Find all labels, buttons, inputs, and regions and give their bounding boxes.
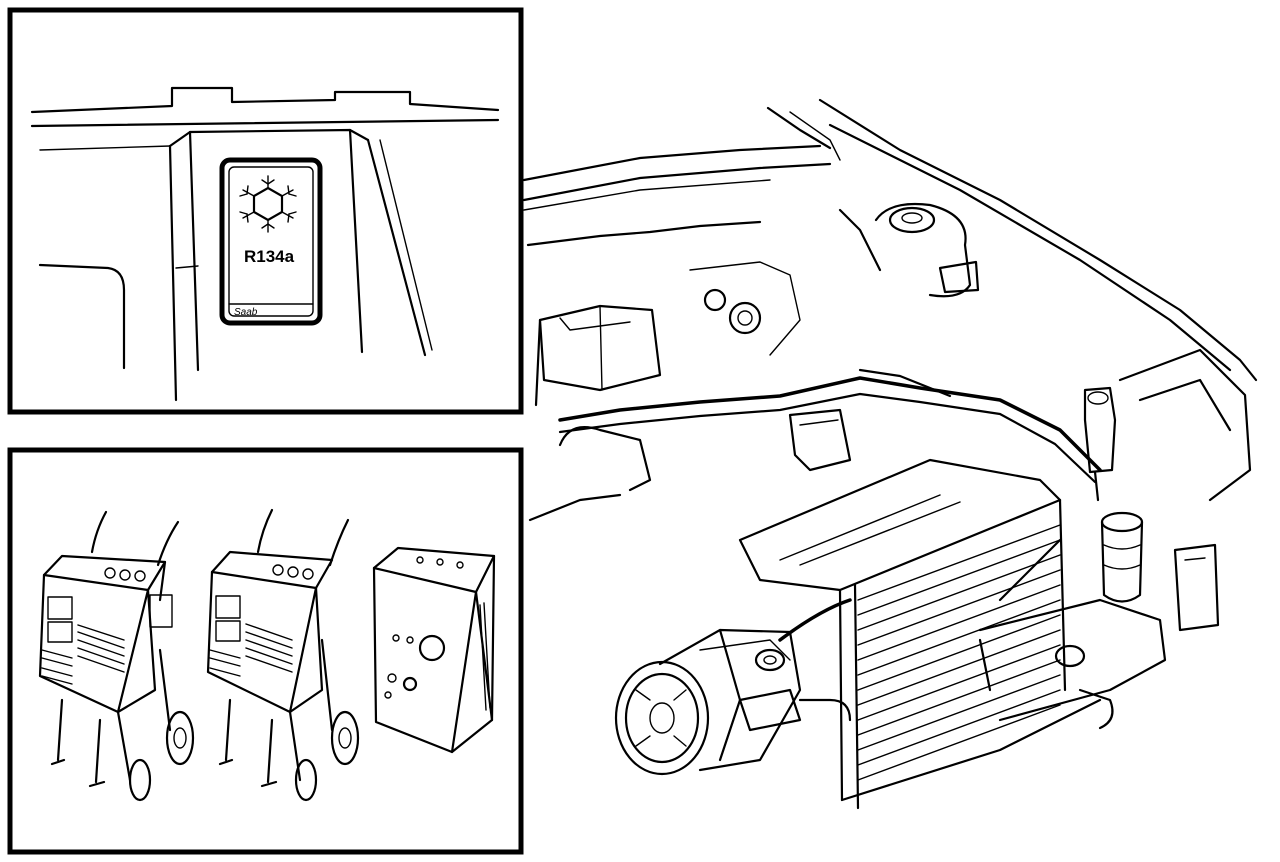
snowflake-hexagon-icon xyxy=(239,175,297,233)
service-stations-inset xyxy=(7,447,524,855)
engine-bay-ac-system xyxy=(522,98,1258,810)
ac-service-station-2 xyxy=(206,508,360,802)
receiver-drier xyxy=(1100,511,1144,603)
recovery-cabinet xyxy=(372,546,496,754)
decal-plate xyxy=(219,157,323,326)
inset-frame-top xyxy=(7,7,524,415)
ac-service-station-1 xyxy=(38,510,195,802)
condenser xyxy=(738,458,1102,810)
refrigerant-decal-inset: R134a Saab xyxy=(7,7,524,415)
refrigerant-label: R134a xyxy=(244,247,295,266)
brand-label: Saab xyxy=(234,307,258,318)
inset-frame-bottom xyxy=(7,447,524,855)
ac-compressor xyxy=(614,628,802,776)
